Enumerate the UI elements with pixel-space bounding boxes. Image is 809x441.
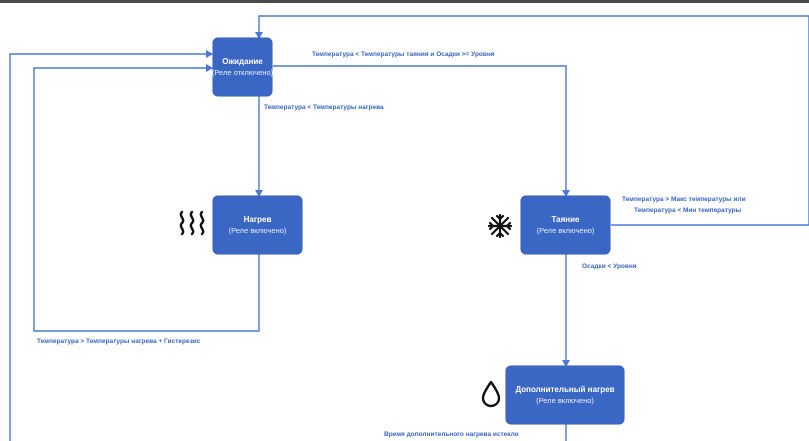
state-extra-heat: Дополнительный нагрев (Реле включено) [506, 366, 624, 424]
top-border [0, 0, 809, 3]
label-heat-to-idle: Температура > Температуры нагрева + Гист… [37, 338, 201, 345]
label-idle-to-melt: Температура < Температуры таяния и Осадк… [312, 51, 495, 58]
label-melt-to-idle-line2: Температура < Мин температуры [634, 207, 742, 214]
state-extra-heat-title: Дополнительный нагрев [515, 385, 615, 394]
state-heat-title: Нагрев [243, 215, 272, 224]
label-melt-to-extra: Осадки < Уровня [582, 263, 637, 270]
state-idle: Ожидание (Реле отключено) [211, 38, 274, 96]
state-heat: Нагрев (Реле включено) [213, 196, 302, 254]
arrow-heat-to-idle [33, 64, 260, 332]
arrow-outer-loop-to-idle [9, 50, 213, 441]
heat-waves-icon [179, 210, 205, 236]
state-melt: Таяние (Реле включено) [521, 196, 610, 254]
arrow-idle-to-melt [273, 65, 570, 197]
label-idle-to-heat: Температура < Температуры нагрева [264, 104, 384, 111]
state-melt-subtitle: (Реле включено) [536, 226, 595, 235]
state-heat-subtitle: (Реле включено) [228, 226, 287, 235]
water-drop-icon [481, 380, 501, 408]
state-extra-heat-subtitle: (Реле включено) [536, 396, 594, 405]
label-melt-to-idle-line1: Температура > Макс температуры или [622, 196, 746, 203]
state-idle-subtitle: (Реле отключено) [211, 68, 274, 77]
arrow-melt-to-idle [255, 15, 809, 226]
snowflake-icon [487, 213, 513, 239]
label-extra-timeout: Время дополнительного нагрева истекло [384, 431, 519, 438]
state-melt-title: Таяние [551, 215, 580, 224]
state-idle-title: Ожидание [222, 57, 263, 66]
